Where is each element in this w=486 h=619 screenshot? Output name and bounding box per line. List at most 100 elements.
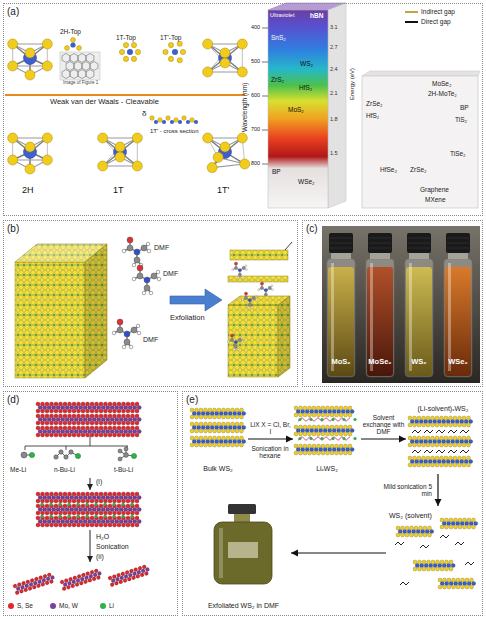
illustration-part <box>117 433 121 437</box>
illustration-part <box>99 511 103 515</box>
illustration-part <box>240 443 244 447</box>
panel-frame: Bulk WS₂LiₓWS₂(Li-solvent)ₓWS₂WS₂ (solve… <box>182 391 483 616</box>
illustration-part <box>427 567 431 571</box>
dmf-molecule <box>122 237 151 267</box>
illustration-part <box>40 515 43 518</box>
spectrum-label: hBN <box>310 12 323 19</box>
illustration-part <box>70 42 75 47</box>
stage-label: Exfoliated WS₂ in DMF <box>208 602 279 610</box>
illustration-part <box>58 511 62 515</box>
illustration-part <box>72 433 76 437</box>
illustration-part <box>467 443 471 447</box>
illustration-part <box>71 38 76 43</box>
spectrum-label: Wavelength (nm) <box>241 83 248 132</box>
illustration-part <box>234 341 237 344</box>
illustration-part <box>449 423 453 427</box>
illustration-part <box>213 152 223 162</box>
illustration-part <box>94 523 98 527</box>
illustration-part <box>448 430 457 433</box>
spectrum-label: ZrSe₂ <box>366 100 383 107</box>
illustration-part <box>455 542 464 545</box>
illustration-part <box>449 567 453 571</box>
reaction-label: Me-Li <box>10 466 26 473</box>
illustration-part <box>424 430 433 433</box>
structure-label: Image of Figure 1 <box>63 80 98 85</box>
illustration-part <box>330 451 334 455</box>
illustration-part <box>127 237 133 243</box>
label-anchor: Me-Li <box>10 466 26 473</box>
illustration-part <box>440 443 444 447</box>
illustration-part <box>121 511 125 515</box>
illustration-part <box>131 56 136 61</box>
illustration-part <box>207 163 217 173</box>
illustration-part <box>112 409 116 413</box>
dmf-molecule <box>232 262 248 278</box>
illustration-part <box>135 433 139 437</box>
illustration-part <box>299 413 303 417</box>
illustration-part <box>99 409 103 413</box>
illustration-part <box>460 450 469 453</box>
illustration-part <box>85 244 107 378</box>
illustration-part <box>117 327 123 333</box>
spectrum-label: ZrS₂ <box>271 76 284 83</box>
illustration-part <box>132 161 142 171</box>
label-anchor: Ultraviolet <box>270 12 294 18</box>
illustration-part <box>85 421 89 425</box>
illustration-part <box>431 567 435 571</box>
illustration-part <box>238 338 241 341</box>
illustration-part <box>121 499 125 503</box>
dmf-molecule <box>112 319 141 349</box>
illustration-part <box>40 503 43 506</box>
illustration-part <box>248 303 251 306</box>
exfoliation-illustration <box>15 237 292 378</box>
illustration-part <box>49 503 52 506</box>
illustration-part <box>96 575 101 580</box>
illustration-part <box>244 292 247 295</box>
illustration-part <box>117 523 121 527</box>
illustration-part <box>242 266 245 269</box>
illustration-part <box>79 581 84 586</box>
illustration-part <box>126 433 130 437</box>
illustration-part <box>331 437 334 440</box>
illustration-part <box>264 289 267 292</box>
illustration-part <box>108 421 112 425</box>
illustration-part <box>228 504 256 514</box>
illustration-part <box>130 421 134 425</box>
illustration-part <box>231 415 235 419</box>
illustration-part <box>135 499 139 503</box>
label-anchor: DMF <box>154 244 169 252</box>
edge-label: Solvent exchange with DMF <box>363 414 405 435</box>
illustration-part <box>339 413 343 417</box>
panel-frame: MoS₂MoSe₂WS₂WSe₂(c) <box>302 220 483 387</box>
illustration-part <box>90 478 91 490</box>
vial-part <box>444 259 472 377</box>
illustration-part <box>435 443 439 447</box>
illustration-part <box>203 67 213 77</box>
illustration-part <box>92 577 97 582</box>
illustration-part <box>72 421 76 425</box>
illustration-part <box>203 39 213 49</box>
illustration-part <box>63 409 67 413</box>
illustration-part <box>177 58 182 63</box>
illustration-part <box>220 142 230 152</box>
illustration-part <box>344 413 348 417</box>
vial-outline <box>403 233 435 379</box>
label-anchor: WS₂ <box>300 60 313 67</box>
illustration-part <box>435 423 439 427</box>
illustration-part <box>121 433 125 437</box>
vial-outline <box>442 233 474 379</box>
illustration-part <box>58 515 61 518</box>
illustration-part <box>85 523 89 527</box>
vial-label: MoS₂ <box>331 358 350 367</box>
illustration-part <box>278 296 290 377</box>
illustration-part <box>180 49 185 54</box>
vial-label: WSe₂ <box>448 358 468 367</box>
label-anchor: 600 <box>251 92 260 98</box>
illustration-part <box>232 269 234 271</box>
structure-label: 1T' <box>217 185 229 195</box>
illustration-part <box>462 423 466 427</box>
illustration-part <box>199 429 203 433</box>
illustration-part <box>335 413 339 417</box>
illustration-part <box>110 582 115 587</box>
illustration-part <box>85 515 88 518</box>
